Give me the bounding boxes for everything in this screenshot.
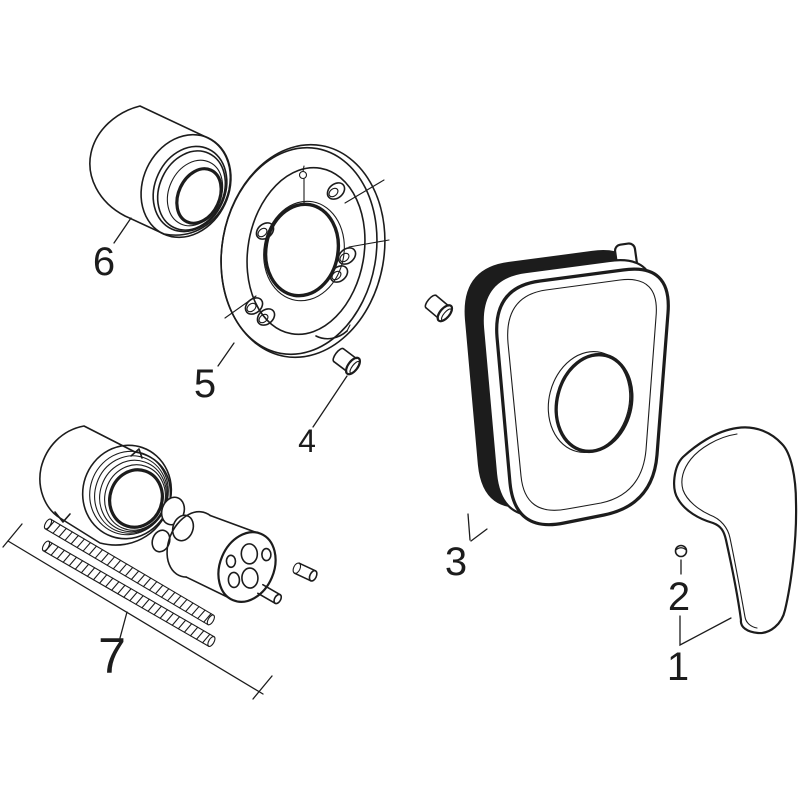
leader-line-3a [467, 513, 471, 541]
leader-line-3b [470, 528, 488, 542]
escutcheon-screw-drawing [424, 294, 454, 323]
part-5-round-plate-drawing [220, 143, 390, 359]
part-3-square-escutcheon-drawing [464, 242, 670, 527]
part-label-6: 6 [93, 240, 115, 284]
part-7-basic-set-drawing [2, 425, 318, 700]
part-2-screw-drawing [674, 544, 688, 558]
plate-screw-holes [244, 182, 357, 326]
leader-line-4 [312, 375, 348, 428]
cartridge [166, 510, 277, 603]
part-6-sleeve-drawing [89, 105, 232, 239]
part-label-7: 7 [98, 628, 126, 684]
threaded-rod-1 [43, 518, 215, 626]
part-label-2: 2 [668, 575, 690, 619]
part-label-1: 1 [667, 645, 689, 689]
cartridge-sleeve [39, 425, 173, 546]
leader-line-1 [679, 615, 732, 647]
part-label-3: 3 [445, 540, 467, 584]
part-7-bracket [2, 523, 273, 700]
part-label-4: 4 [298, 423, 316, 459]
loose-pin [292, 562, 318, 582]
threaded-rod-2 [41, 540, 216, 647]
rotate-arrow-icon [130, 448, 143, 459]
leader-line-6 [113, 217, 132, 244]
part-1-handle-drawing [673, 426, 798, 635]
part-4-screw-drawing [332, 347, 362, 376]
cartridge-pin [257, 583, 283, 605]
rotate-arrow-icon [54, 511, 71, 523]
leader-line-5 [217, 342, 235, 367]
part-label-5: 5 [194, 362, 216, 406]
